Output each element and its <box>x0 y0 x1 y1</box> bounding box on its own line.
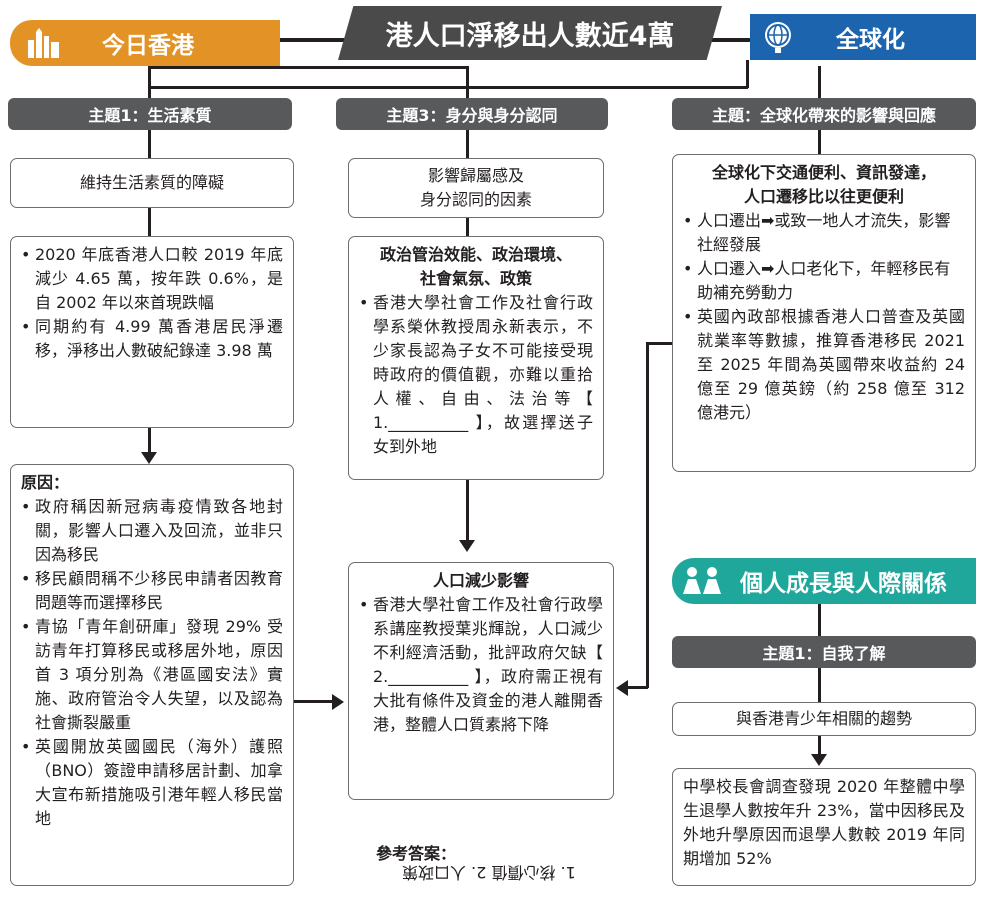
list-item: 移民顧問稱不少移民申請者因教育問題等而選擇移民 <box>21 567 283 615</box>
box-text: 影響歸屬感及 <box>427 166 524 185</box>
list-item: 英國內政部根據香港人口普查及英國就業率等數據，推算香港移民 2021 至 202… <box>683 305 965 425</box>
connector <box>818 66 821 100</box>
list-item: 同期約有 4.99 萬香港居民淨遷移，淨移出人數破紀錄達 3.98 萬 <box>21 315 283 363</box>
connector <box>466 130 469 158</box>
box-population-stats: 2020 年底香港人口較 2019 年底減少 4.65 萬，按年跌 0.6%，是… <box>10 236 294 428</box>
box-barrier: 維持生活素質的障礙 <box>10 158 294 208</box>
answers-text: 1. 核心價值 2. 人口政策 <box>374 862 604 886</box>
connector <box>818 668 821 702</box>
connector <box>148 86 748 89</box>
header-personal-growth: 個人成長與人際關係 <box>672 558 976 604</box>
globe-icon <box>760 19 796 55</box>
arrow-left-icon <box>616 680 628 696</box>
topic-globalization-impact: 主題：全球化帶來的影響與回應 <box>672 98 976 130</box>
box-text: 中學校長會調查發現 2020 年整體中學生退學人數按年升 23%，當中因移民及外… <box>683 777 965 868</box>
header-label: 全球化 <box>836 27 905 53</box>
answers-inverted: 1. 核心價值 2. 人口政策 <box>402 863 576 882</box>
list-item: 英國開放英國國民（海外）護照（BNO）簽證申請移居計劃、加拿大宣布新措施吸引港年… <box>21 735 283 831</box>
list-item: 香港大學社會工作及社會行政學系榮休教授周永新表示，不少家長認為子女不可能接受現時… <box>359 291 593 459</box>
box-population-decline-impact: 人口減少影響 香港大學社會工作及社會行政學系講座教授葉兆輝說，人口減少不利經濟活… <box>348 562 614 800</box>
connector <box>280 38 350 42</box>
box-title: 全球化下交通便利、資訊發達， <box>711 163 936 182</box>
connector <box>628 686 648 689</box>
list-item: 人口遷出➡或致一地人才流失，影響社經發展 <box>683 209 965 257</box>
box-political-factors: 政治管治效能、政治環境、 社會氣氛、政策 香港大學社會工作及社會行政學系榮休教授… <box>348 236 604 480</box>
box-title: 人口減少影響 <box>432 571 529 590</box>
city-skyline-icon <box>26 28 62 58</box>
topic-quality-of-life: 主題1：生活素質 <box>8 98 292 130</box>
connector <box>148 428 151 458</box>
arrow-down-icon <box>811 754 827 766</box>
item-text: 人口老化下，年輕移民有助補充勞動力 <box>697 259 951 302</box>
connector <box>818 734 821 758</box>
box-youth-trend: 與香港青少年相關的趨勢 <box>672 702 976 736</box>
arrow-right-icon <box>332 694 344 710</box>
box-text: 身分認同的因素 <box>419 190 532 209</box>
arrow-right-icon: ➡ <box>761 211 775 230</box>
connector <box>746 60 749 88</box>
connector <box>148 208 151 236</box>
box-identity-factors: 影響歸屬感及 身分認同的因素 <box>348 158 604 218</box>
answers-label: 參考答案： <box>376 844 457 863</box>
connector <box>294 700 334 703</box>
header-label: 今日香港 <box>102 33 194 59</box>
box-dropout-survey: 中學校長會調查發現 2020 年整體中學生退學人數按年升 23%，當中因移民及外… <box>672 768 976 886</box>
connector <box>710 38 750 42</box>
header-hong-kong-today: 今日香港 <box>10 20 280 66</box>
arrow-down-icon <box>459 540 475 552</box>
connector <box>818 130 821 154</box>
connector <box>466 66 469 100</box>
connector <box>646 342 672 345</box>
topic-identity: 主題3：身分與身分認同 <box>336 98 608 130</box>
box-title: 人口遷移比以往更便利 <box>743 187 904 206</box>
list-item: 人口遷入➡人口老化下，年輕移民有助補充勞動力 <box>683 257 965 305</box>
connector <box>818 604 821 636</box>
header-globalization: 全球化 <box>750 14 976 60</box>
box-text: 維持生活素質的障礙 <box>79 173 224 192</box>
arrow-right-icon: ➡ <box>761 259 775 278</box>
box-title: 政治管治效能、政治環境、 <box>379 245 572 264</box>
page-title: 港人口淨移出人數近4萬 <box>338 6 722 60</box>
item-lead: 人口遷出 <box>697 211 762 230</box>
list-item: 香港大學社會工作及社會行政學系講座教授葉兆輝說，人口減少不利經濟活動，批評政府欠… <box>359 593 603 737</box>
reasons-title: 原因： <box>21 473 70 492</box>
people-icon <box>680 566 726 596</box>
connector <box>646 342 649 688</box>
box-title: 社會氣氛、政策 <box>419 269 532 288</box>
connector <box>148 66 151 100</box>
connector <box>466 480 469 542</box>
list-item: 2020 年底香港人口較 2019 年底減少 4.65 萬，按年跌 0.6%，是… <box>21 243 283 315</box>
list-item: 政府稱因新冠病毒疫情致各地封關，影響人口遷入及回流，並非只因為移民 <box>21 495 283 567</box>
item-text: 或致一地人才流失，影響社經發展 <box>697 211 951 254</box>
arrow-down-icon <box>141 452 157 464</box>
list-item: 青協「青年創研庫」發現 29% 受訪青年打算移民或移居外地，原因首 3 項分別為… <box>21 615 283 735</box>
connector <box>466 218 469 236</box>
topic-self-understanding: 主題1：自我了解 <box>672 636 976 668</box>
box-reasons: 原因： 政府稱因新冠病毒疫情致各地封關，影響人口遷入及回流，並非只因為移民 移民… <box>10 464 294 886</box>
item-lead: 人口遷入 <box>697 259 762 278</box>
box-text: 與香港青少年相關的趨勢 <box>735 709 912 728</box>
connector <box>148 130 151 158</box>
connector <box>148 66 468 69</box>
box-globalization: 全球化下交通便利、資訊發達， 人口遷移比以往更便利 人口遷出➡或致一地人才流失，… <box>672 154 976 472</box>
header-label: 個人成長與人際關係 <box>740 571 947 597</box>
